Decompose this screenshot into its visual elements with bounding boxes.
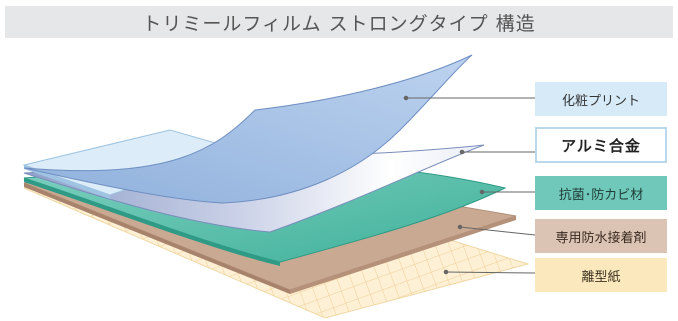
label-aluminum-alloy: アルミ合金	[535, 127, 667, 163]
label-aluminum-alloy-text: アルミ合金	[561, 136, 641, 155]
print-layer	[23, 54, 473, 204]
page-title: トリミールフィルム ストロングタイプ 構造	[142, 12, 536, 35]
label-decorative-print: 化粧プリント	[535, 82, 667, 116]
label-waterproof-adhesive-text: 専用防水接着剤	[555, 230, 647, 246]
leader-adhesive	[459, 226, 536, 236]
label-release-paper: 離型紙	[535, 258, 667, 292]
label-waterproof-adhesive: 専用防水接着剤	[535, 219, 667, 253]
label-release-paper-text: 離型紙	[581, 269, 621, 285]
title-bar: トリミールフィルム ストロングタイプ 構造	[5, 6, 673, 38]
label-antibacterial-text: 抗菌･防カビ材	[558, 187, 644, 203]
label-antibacterial: 抗菌･防カビ材	[535, 176, 667, 210]
label-decorative-print-text: 化粧プリント	[561, 93, 640, 109]
leader-liner	[445, 271, 536, 274]
